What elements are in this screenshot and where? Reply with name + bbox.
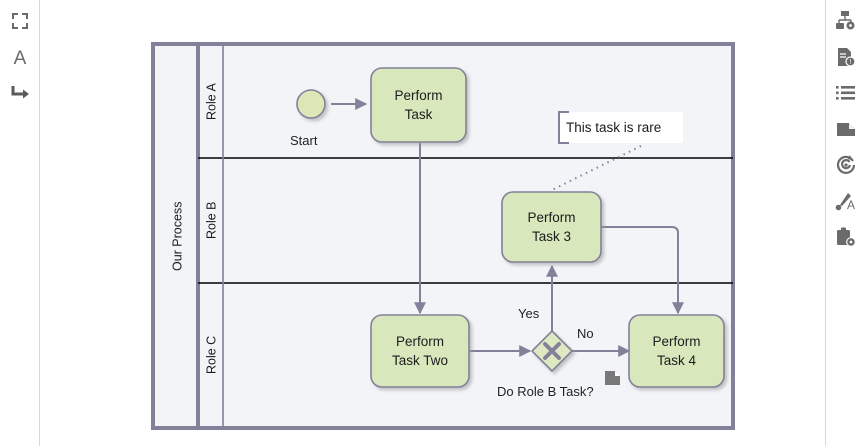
right-toolbar: ! A bbox=[825, 0, 865, 446]
gateway-label: Do Role B Task? bbox=[497, 384, 594, 399]
list-icon[interactable] bbox=[833, 80, 859, 106]
start-event-label: Start bbox=[290, 133, 318, 148]
document-info-icon[interactable]: ! bbox=[833, 44, 859, 70]
exclusive-gateway[interactable] bbox=[530, 329, 574, 373]
text-tool-icon[interactable]: A bbox=[7, 44, 33, 70]
lane-label-role-a: Role A bbox=[204, 83, 219, 121]
shape-settings-icon[interactable] bbox=[833, 8, 859, 34]
lane-dividers bbox=[198, 44, 733, 428]
lane-label-role-c: Role C bbox=[204, 335, 219, 374]
task-perform-task-3[interactable] bbox=[501, 191, 602, 263]
bpmn-diagram: Our Process Role A Role B Role C Start P… bbox=[41, 0, 824, 446]
page-icon[interactable] bbox=[833, 116, 859, 142]
pool-title: Our Process bbox=[170, 201, 185, 271]
document-marker-icon bbox=[605, 371, 620, 385]
left-toolbar: A bbox=[0, 0, 40, 446]
flow-label-no: No bbox=[577, 326, 594, 341]
diagram-canvas[interactable]: Our Process Role A Role B Role C Start P… bbox=[41, 0, 824, 446]
task-perform-task-4[interactable] bbox=[628, 314, 725, 388]
svg-text:A: A bbox=[846, 198, 854, 212]
sequence-flows bbox=[331, 98, 684, 357]
flow-task3-to-task4 bbox=[601, 226, 684, 315]
start-event[interactable] bbox=[296, 89, 326, 119]
svg-text:!: ! bbox=[849, 59, 851, 66]
format-brush-icon[interactable]: A bbox=[833, 188, 859, 214]
fit-to-screen-icon[interactable] bbox=[7, 8, 33, 34]
flow-label-yes: Yes bbox=[518, 306, 540, 321]
task-perform-task-two[interactable] bbox=[370, 314, 470, 388]
svg-text:A: A bbox=[13, 48, 26, 67]
lane-label-role-b: Role B bbox=[204, 201, 219, 240]
diagram-vector-layer bbox=[151, 42, 735, 430]
text-annotation[interactable] bbox=[551, 111, 683, 191]
connector-tool-icon[interactable] bbox=[7, 80, 33, 106]
clipboard-settings-icon[interactable] bbox=[833, 224, 859, 250]
task-perform-task[interactable] bbox=[370, 67, 467, 143]
annotation-text: This task is rare bbox=[566, 120, 662, 135]
target-refresh-icon[interactable] bbox=[833, 152, 859, 178]
